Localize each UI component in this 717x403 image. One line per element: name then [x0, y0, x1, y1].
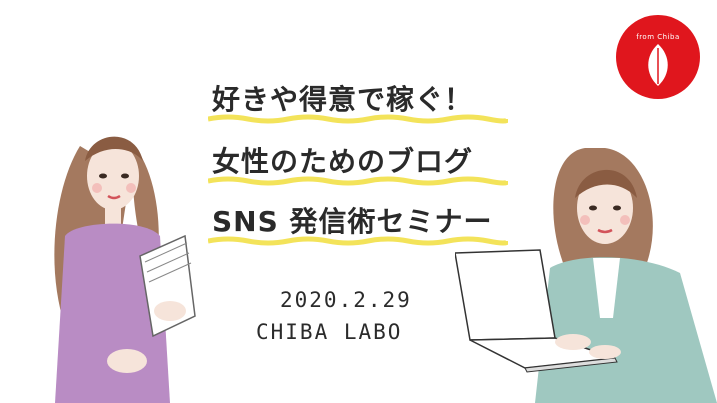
- highlight-underline: [208, 114, 508, 124]
- woman-with-laptop-illustration: [455, 148, 717, 403]
- title-text-3: SNS 発信術セミナー: [212, 205, 493, 238]
- title-line-2: 女性のためのブログ: [208, 136, 508, 188]
- chiba-leaf-icon: [616, 15, 700, 99]
- logo-text: from Chiba: [636, 33, 680, 41]
- from-chiba-logo: from Chiba: [615, 14, 701, 100]
- highlight-underline: [208, 236, 508, 246]
- title-text-2: 女性のためのブログ: [212, 145, 474, 178]
- title-text-1: 好きや得意で稼ぐ！: [212, 83, 474, 116]
- highlight-underline: [208, 176, 508, 186]
- event-venue: CHIBA LABO: [256, 320, 403, 344]
- event-date: 2020.2.29: [280, 288, 412, 312]
- title-line-3: SNS 発信術セミナー: [208, 196, 508, 248]
- title-line-1: 好きや得意で稼ぐ！: [208, 74, 508, 126]
- woman-with-documents-illustration: [54, 136, 196, 403]
